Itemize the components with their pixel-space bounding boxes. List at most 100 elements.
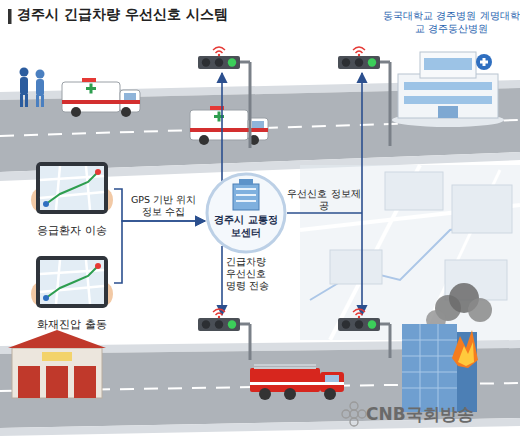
city-map-backdrop <box>385 172 443 210</box>
map-pin <box>95 169 101 175</box>
burning-building <box>402 388 457 389</box>
traffic-lights <box>198 47 250 69</box>
map-road <box>40 192 104 198</box>
map-road <box>40 286 104 292</box>
map-route <box>46 172 98 204</box>
diagram-title: 경주시 긴급차량 우선신호 시스템 <box>17 6 228 24</box>
connector-arrow <box>114 189 205 221</box>
burning-building <box>402 372 457 373</box>
arrow-label: 우선신호 정보제공 <box>285 188 363 212</box>
fire-station <box>18 366 40 398</box>
people <box>25 94 28 107</box>
ambulance <box>190 106 268 145</box>
traffic-lights <box>389 324 392 358</box>
center-building <box>239 179 253 185</box>
hospital-building <box>420 52 476 78</box>
connector-arrow <box>114 221 205 283</box>
hospital-building <box>404 96 492 104</box>
traffic-lights <box>338 309 390 331</box>
traffic-lights <box>249 324 252 360</box>
fire-truck <box>250 368 320 392</box>
edge-label: GPS 기반 위치정보 수집 <box>126 194 201 218</box>
arrow-label: 긴급차량 우선신호 명령 전송 <box>226 256 278 292</box>
burning-building <box>402 324 457 412</box>
tablet-screen <box>40 260 104 304</box>
traffic-lights <box>338 47 390 69</box>
burning-building <box>452 330 478 368</box>
map-road <box>56 260 60 304</box>
signal-arrows <box>221 246 223 315</box>
fire-station <box>12 348 102 398</box>
city-map-backdrop <box>330 250 382 284</box>
hospital-building <box>404 82 492 90</box>
node-shape <box>205 172 287 254</box>
fire-truck <box>325 375 339 383</box>
burning-building <box>402 283 492 412</box>
map-road <box>86 166 90 210</box>
tablet-body <box>36 256 108 308</box>
city-map-backdrop <box>452 185 512 233</box>
signal-arrows <box>222 73 362 315</box>
hospital-building <box>424 58 472 70</box>
fire-station <box>74 366 96 398</box>
watermark-logo <box>342 402 366 426</box>
building-window <box>236 194 256 196</box>
signal-arrows <box>221 73 223 181</box>
burning-building <box>402 356 457 357</box>
title-bar <box>8 9 12 24</box>
watermark-logo <box>350 418 358 426</box>
people <box>20 68 29 77</box>
hospital-building <box>438 106 458 118</box>
burning-building <box>402 340 457 341</box>
fire-truck <box>324 388 336 400</box>
fire-truck <box>254 367 316 369</box>
fire-truck <box>250 365 344 400</box>
tablet-node: 응급환자 이송 <box>30 158 114 244</box>
burning-building <box>458 342 474 366</box>
traffic-lights <box>198 47 390 360</box>
node-label: 화재진압 출동 <box>30 318 114 331</box>
traffic-center-circle: 경주시 교통정보센터 <box>205 172 287 254</box>
hospital-building <box>483 58 486 66</box>
watermark-logo <box>350 402 358 410</box>
burning-building <box>420 324 421 412</box>
hospital-node: 동국대학교 경주병원 계명대학교 경주동산병원 <box>383 8 520 122</box>
traffic-lights <box>249 62 252 148</box>
center-circle <box>207 174 285 252</box>
fire-station <box>8 330 106 348</box>
people <box>36 95 39 107</box>
fire-truck <box>259 388 271 400</box>
people <box>20 94 23 107</box>
people <box>41 95 44 107</box>
hospital-building <box>398 74 498 118</box>
fire-station <box>46 366 68 398</box>
map-road <box>86 260 90 304</box>
map-road <box>56 166 60 210</box>
people <box>36 70 45 79</box>
tablet-screen <box>40 166 104 210</box>
fire-truck <box>250 382 344 385</box>
hospital-building <box>476 54 492 70</box>
ambulance <box>62 78 140 117</box>
signal-arrows <box>361 213 363 315</box>
watermark: CNB국회방송 <box>366 404 474 425</box>
map-route <box>46 266 98 298</box>
map-pin <box>95 263 101 269</box>
signal-arrows <box>287 212 362 214</box>
node-label: 경주시 교통정보센터 <box>211 214 281 239</box>
tablet-body <box>36 162 108 214</box>
node-label: 응급환자 이송 <box>30 224 114 237</box>
hospital-building <box>392 52 504 127</box>
people <box>36 79 44 96</box>
tablet-node: 화재진압 출동 <box>30 252 114 338</box>
watermark-logo <box>342 410 350 418</box>
fire-station <box>42 352 72 361</box>
map-pin <box>43 201 49 207</box>
signal-arrows <box>361 73 363 213</box>
people <box>20 68 45 108</box>
building-window <box>236 188 256 190</box>
fire-truck <box>254 364 316 366</box>
map-pin <box>43 295 49 301</box>
